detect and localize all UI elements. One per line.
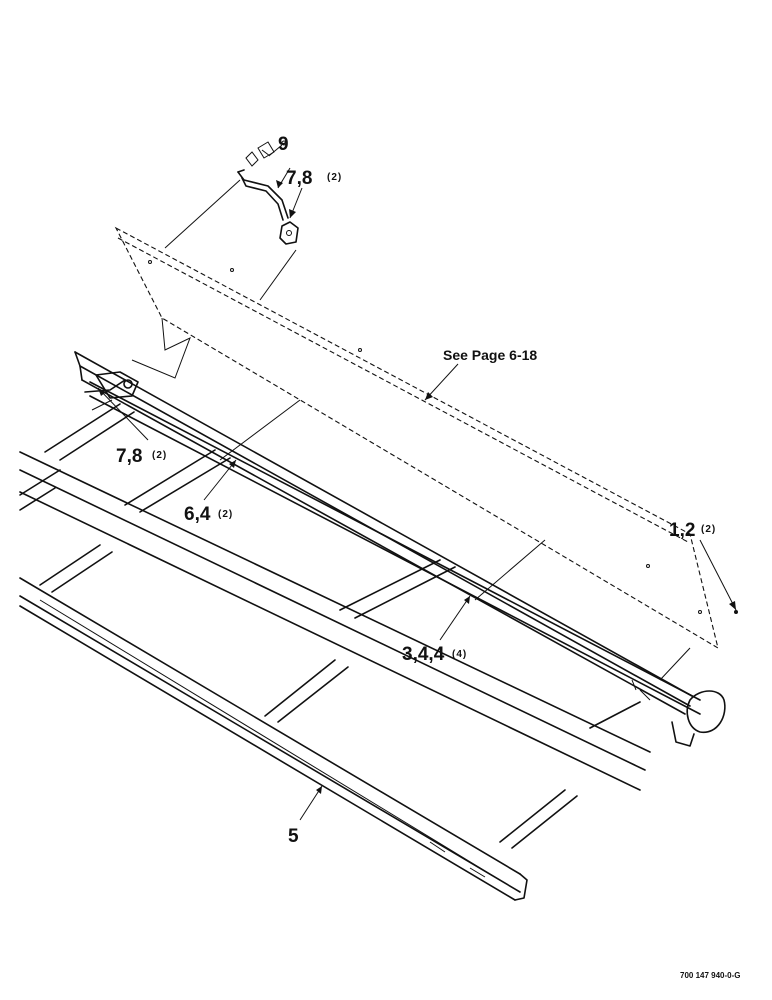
callout-1-2-qty: (2): [701, 524, 716, 535]
shield-panel: [114, 226, 719, 650]
side-guard-strip: [74, 351, 693, 715]
projection-lines: [91, 179, 691, 681]
callout-5: 5: [288, 826, 299, 847]
callout-3-4-4: 3,4,4: [402, 644, 445, 665]
callout-6-4: 6,4: [184, 504, 211, 525]
callout-7-8-top: 7,8: [286, 168, 312, 189]
drawing-number: 700 147 940-0-G: [680, 971, 741, 980]
callout-9: 9: [278, 134, 289, 155]
frame-assembly: [19, 381, 726, 901]
hardware-bolt: [245, 140, 287, 167]
callout-7-8-top-qty: (2): [327, 172, 342, 183]
callout-3-4-4-qty: (4): [452, 649, 467, 660]
support-rod: [237, 169, 299, 245]
callout-1-2: 1,2: [669, 520, 695, 541]
callout-6-4-qty: (2): [218, 509, 233, 520]
callout-7-8-left-qty: (2): [152, 450, 167, 461]
see-page-reference: See Page 6-18: [443, 347, 537, 363]
callout-leaders: [97, 167, 738, 821]
callout-7-8-left: 7,8: [116, 446, 142, 467]
